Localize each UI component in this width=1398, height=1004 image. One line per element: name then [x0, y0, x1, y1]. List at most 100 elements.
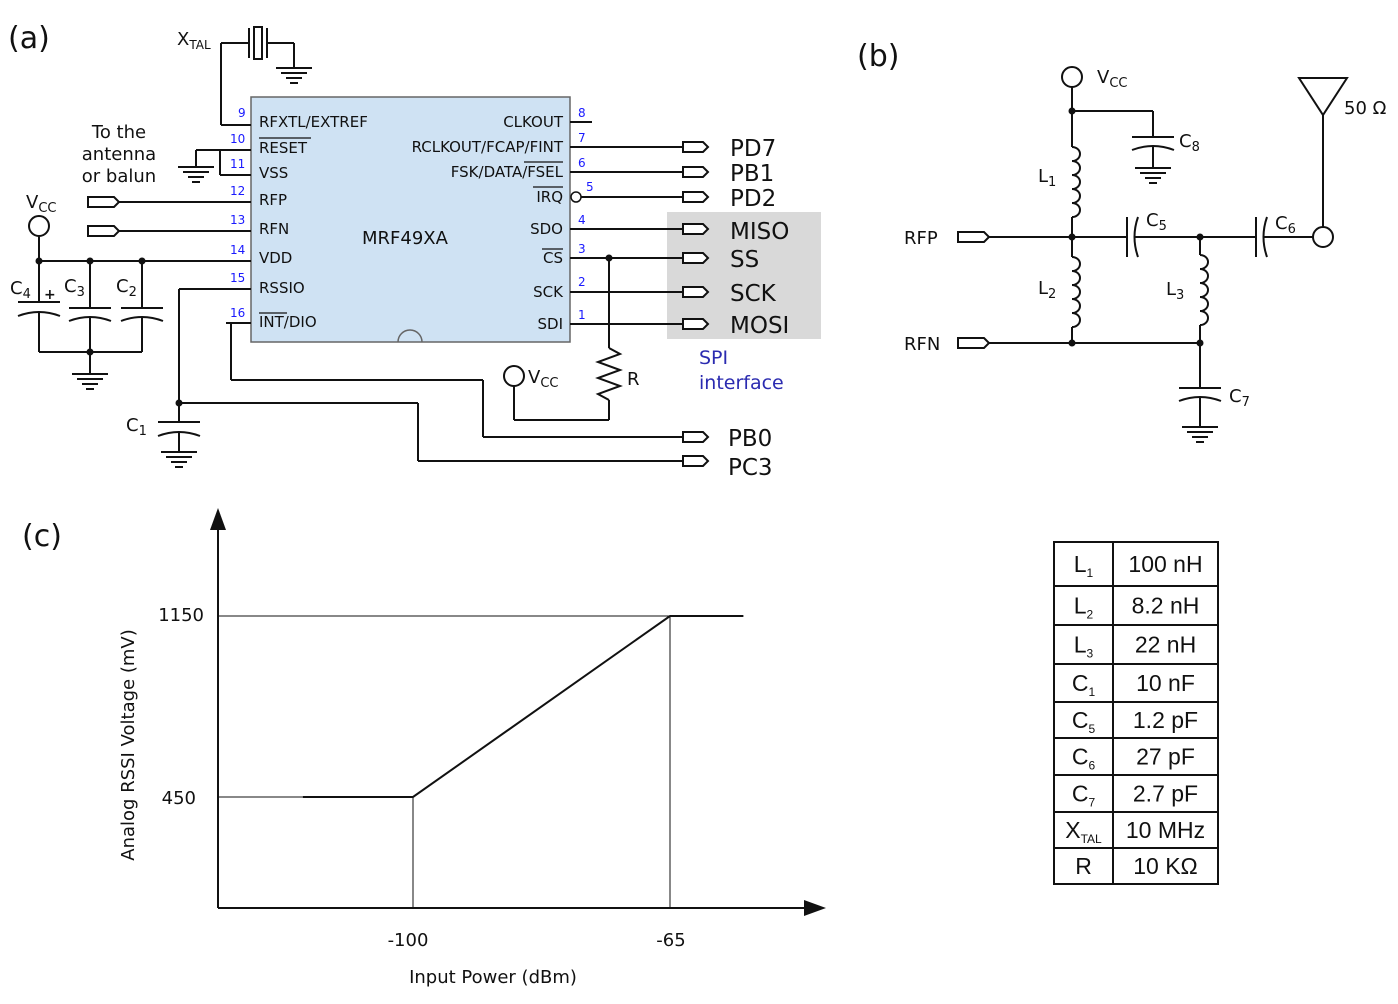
port-rfp-b	[957, 231, 990, 243]
label-pc3: PC3	[728, 455, 773, 481]
c5-label: C5	[1146, 210, 1167, 234]
table-symbol: L2	[1074, 593, 1094, 622]
port-rfn-b	[957, 337, 990, 349]
chart-guide-lines	[218, 615, 671, 908]
table-value: 8.2 nH	[1132, 593, 1200, 619]
y-axis-arrow	[210, 508, 226, 530]
x-tick-label-minus100: -100	[388, 930, 429, 951]
antenna-note-line3: or balun	[82, 166, 156, 187]
rfn-b-label: RFN	[904, 334, 940, 355]
pin-label-sdo: SDO	[530, 220, 563, 238]
c3-label: C3	[64, 276, 85, 300]
xtal-label: XTAL	[177, 29, 211, 52]
table-cell-value	[1112, 624, 1219, 665]
spi-label-line2: interface	[699, 372, 784, 394]
pin-label-rfn: RFN	[259, 220, 289, 238]
table-value: 22 nH	[1135, 632, 1196, 658]
crystal-xtal	[220, 26, 313, 126]
rssio-c1-network	[157, 288, 683, 468]
panel-label-a: (a)	[8, 21, 50, 56]
resistor-label-r: R	[627, 369, 640, 390]
pin-number-5: 5	[586, 180, 594, 194]
matching-network	[989, 66, 1349, 443]
chip-name: MRF49XA	[362, 228, 449, 249]
pin-label-sck: SCK	[533, 283, 564, 301]
label-pd2: PD2	[730, 186, 776, 212]
chip-body	[250, 96, 571, 343]
table-symbol: C1	[1072, 670, 1096, 699]
panel-label-b: (b)	[857, 39, 899, 74]
y-tick-label-450: 450	[162, 788, 196, 809]
table-symbol: L1	[1074, 551, 1094, 580]
table-cell-value	[1112, 701, 1219, 739]
right-pin-stubs	[570, 121, 592, 325]
panel-label-c: (c)	[22, 519, 62, 554]
c1-label: C1	[126, 415, 147, 439]
right-output-wires	[592, 146, 683, 325]
port-ss	[682, 252, 709, 264]
pin-number-14: 14	[230, 243, 245, 257]
pin-label-cs: CS	[543, 249, 563, 267]
table-cell-value	[1112, 811, 1219, 849]
label-ss: SS	[730, 247, 759, 273]
pin-number-1: 1	[578, 308, 586, 322]
vcc-r-label: VCC	[528, 367, 558, 391]
pin-number-15: 15	[230, 271, 245, 285]
pin-label-fsk: FSK/DATA/FSEL	[451, 163, 564, 181]
table-symbol: C6	[1072, 744, 1096, 773]
pin-label-rfxtl: RFXTL/EXTREF	[259, 113, 368, 131]
table-cell-symbol	[1053, 663, 1114, 703]
vdd-decoupling	[17, 215, 226, 390]
antenna-note-line1: To the	[91, 122, 146, 143]
pin-number-8: 8	[578, 106, 586, 120]
port-pb1	[682, 166, 709, 178]
chip-notch	[397, 329, 423, 343]
pin-label-rfp: RFP	[259, 191, 287, 209]
l2-label: L2	[1038, 278, 1056, 302]
pin-label-vdd: VDD	[259, 249, 292, 267]
c4-label: C4	[10, 278, 31, 302]
reset-vss-ground	[177, 149, 226, 183]
vcc-b-label: VCC	[1097, 67, 1127, 91]
pin-label-int-dio: INT/DIO	[259, 313, 317, 331]
rssi-series-line	[302, 615, 744, 798]
label-pd7: PD7	[730, 136, 776, 162]
c8-label: C8	[1179, 131, 1200, 155]
pin-label-rclkout: RCLKOUT/FCAP/FINT	[412, 138, 564, 156]
table-symbol: XTAL	[1065, 817, 1102, 846]
pin-number-7: 7	[578, 131, 586, 145]
vcc-a-label: VCC	[26, 192, 56, 216]
pin-number-13: 13	[230, 213, 245, 227]
port-rfp-a	[87, 196, 120, 208]
pin-number-9: 9	[238, 106, 246, 120]
table-cell-value	[1112, 541, 1219, 587]
c7-label: C7	[1229, 386, 1250, 410]
spi-label-line1: SPI	[699, 347, 728, 369]
port-sck	[682, 286, 709, 298]
pin-number-4: 4	[578, 213, 586, 227]
label-pb1: PB1	[730, 161, 774, 187]
x-axis-arrow	[804, 900, 826, 916]
port-pd2	[682, 191, 709, 203]
label-sck: SCK	[730, 281, 777, 307]
port-pd7	[682, 141, 709, 153]
pin-number-2: 2	[578, 275, 586, 289]
table-symbol: L3	[1074, 632, 1094, 661]
rssi-chart: 450 1150 -100 -65 Input Power (dBm) Anal…	[118, 508, 826, 988]
c6-label: C6	[1275, 213, 1296, 237]
table-symbol: C7	[1072, 781, 1096, 810]
l3-label: L3	[1166, 279, 1184, 303]
c4-polarity-plus: +	[44, 287, 56, 303]
antenna-note-line2: antenna	[82, 144, 156, 165]
pin-label-reset: RESET	[259, 139, 308, 157]
pin-number-3: 3	[578, 242, 586, 256]
rfp-b-label: RFP	[904, 228, 938, 249]
c2-label: C2	[116, 276, 137, 300]
table-cell-symbol	[1053, 624, 1114, 665]
y-axis-label: Analog RSSI Voltage (mV)	[118, 629, 139, 860]
table-symbol: R	[1075, 853, 1092, 879]
pin-label-clkout: CLKOUT	[503, 113, 564, 131]
port-pc3	[682, 455, 709, 467]
